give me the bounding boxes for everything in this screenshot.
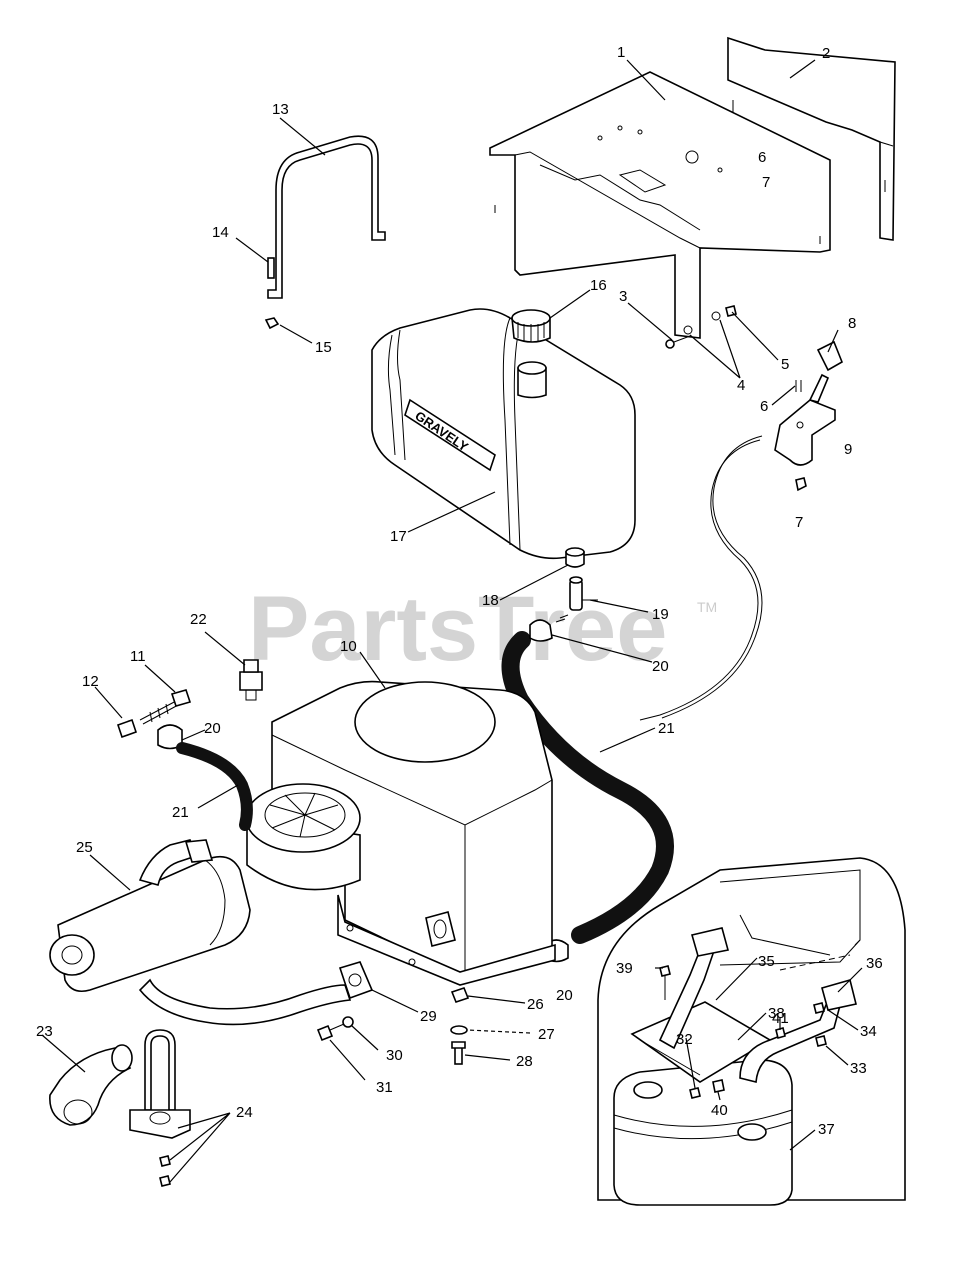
callout-17: 17 <box>390 528 407 545</box>
callout-20-upper: 20 <box>652 658 669 675</box>
callout-14: 14 <box>212 224 229 241</box>
callout-29: 29 <box>420 1008 437 1025</box>
callout-7-plate: 7 <box>762 174 770 191</box>
air-cleaner-part[interactable] <box>245 783 361 891</box>
callout-18: 18 <box>482 592 499 609</box>
throttle-cable-part[interactable] <box>639 439 761 721</box>
bracket-washer-part[interactable] <box>683 311 721 335</box>
throttle-screw-part[interactable] <box>795 380 802 392</box>
callout-6-plate: 6 <box>758 149 766 166</box>
callout-27: 27 <box>538 1026 555 1043</box>
fuel-cap-part[interactable] <box>511 309 551 343</box>
inset-exhaust-pipe-left-part[interactable] <box>658 927 729 1050</box>
strap-bolt-part[interactable] <box>267 257 275 279</box>
throttle-knob-part[interactable] <box>816 340 844 372</box>
callout-34: 34 <box>860 1023 877 1040</box>
exhaust-elbow-part[interactable] <box>49 1044 133 1126</box>
callout-24: 24 <box>236 1104 253 1121</box>
inset-nut-part[interactable] <box>813 1002 825 1014</box>
callout-41: 41 <box>772 1010 789 1027</box>
strap-nut-part[interactable] <box>264 317 280 330</box>
mount-bolt-part[interactable] <box>451 1041 466 1065</box>
callout-19: 19 <box>652 606 669 623</box>
callout-30: 30 <box>386 1047 403 1064</box>
watermark-text: PartsTree <box>248 578 667 680</box>
callout-12: 12 <box>82 673 99 690</box>
fuel-hose-right-part[interactable] <box>501 631 674 944</box>
callout-13: 13 <box>272 101 289 118</box>
callout-10: 10 <box>340 638 357 655</box>
bracket-bolt-part[interactable] <box>665 335 691 349</box>
callout-31: 31 <box>376 1079 393 1096</box>
fuel-hose-left-part[interactable] <box>176 742 253 831</box>
exhaust-lockwasher-part[interactable] <box>342 1016 354 1028</box>
callout-36: 36 <box>866 955 883 972</box>
engine-part[interactable] <box>271 680 556 986</box>
callout-21-right: 21 <box>658 720 675 737</box>
callout-21-left: 21 <box>172 804 189 821</box>
leader-lines <box>41 59 863 1183</box>
watermark-trademark: TM <box>697 599 717 615</box>
callout-5: 5 <box>781 356 789 373</box>
callout-11: 11 <box>130 648 146 665</box>
callout-6-control: 6 <box>760 398 768 415</box>
fuel-fitting-part[interactable] <box>239 659 263 701</box>
throttle-control-part[interactable] <box>774 373 836 466</box>
callout-40: 40 <box>711 1102 728 1119</box>
callout-20-left: 20 <box>204 720 221 737</box>
callout-26: 26 <box>527 996 544 1013</box>
callout-1: 1 <box>617 44 625 61</box>
callout-22: 22 <box>190 611 207 628</box>
tank-strap-part[interactable] <box>267 135 386 299</box>
inset-muffler-part[interactable] <box>613 1059 793 1206</box>
muffler-part[interactable] <box>49 839 352 1026</box>
callout-39: 39 <box>616 960 633 977</box>
adjust-nut-part[interactable] <box>116 718 138 739</box>
callout-35: 35 <box>758 953 775 970</box>
callout-16: 16 <box>590 277 607 294</box>
callout-3: 3 <box>619 288 627 305</box>
rear-panel-part[interactable] <box>727 36 896 241</box>
callout-32: 32 <box>676 1031 693 1048</box>
throttle-nut-part[interactable] <box>795 477 807 492</box>
inset-gasket-bolt-part[interactable] <box>815 1035 827 1047</box>
inset-exhaust-pipe-right-part[interactable] <box>739 979 857 1084</box>
callout-28: 28 <box>516 1053 533 1070</box>
mount-nut-part[interactable] <box>450 987 470 1003</box>
callout-7-control: 7 <box>795 514 803 531</box>
fuel-tank-part[interactable]: GRAVELY <box>371 308 636 560</box>
tank-bushing-part[interactable] <box>565 547 585 568</box>
u-bolt-clamp-part[interactable] <box>129 1029 191 1187</box>
callout-8: 8 <box>848 315 856 332</box>
mount-washer-part[interactable] <box>450 1025 468 1035</box>
spring-screw-part[interactable] <box>139 689 192 725</box>
callout-2: 2 <box>822 45 830 62</box>
callout-33: 33 <box>850 1060 867 1077</box>
callout-20-lower: 20 <box>556 987 573 1004</box>
callout-37: 37 <box>818 1121 835 1138</box>
exhaust-bolt-part[interactable] <box>316 1023 345 1042</box>
inset-screw-part[interactable] <box>689 1087 701 1099</box>
fuel-valve-part[interactable] <box>555 576 598 623</box>
callout-25: 25 <box>76 839 93 856</box>
inset-clamp-part[interactable] <box>712 1079 725 1093</box>
callout-23: 23 <box>36 1023 53 1040</box>
callout-38: 38 <box>768 1005 785 1022</box>
inset-stud-part[interactable] <box>775 1027 786 1039</box>
callout-labels: 1 2 3 4 5 6 6 7 7 8 9 10 11 12 13 14 15 … <box>36 44 883 1138</box>
callout-9: 9 <box>844 441 852 458</box>
callout-15: 15 <box>315 339 332 356</box>
callout-4: 4 <box>737 377 745 394</box>
mounting-plate-part[interactable] <box>489 71 831 339</box>
hose-clamp-upper-part[interactable] <box>529 619 553 642</box>
